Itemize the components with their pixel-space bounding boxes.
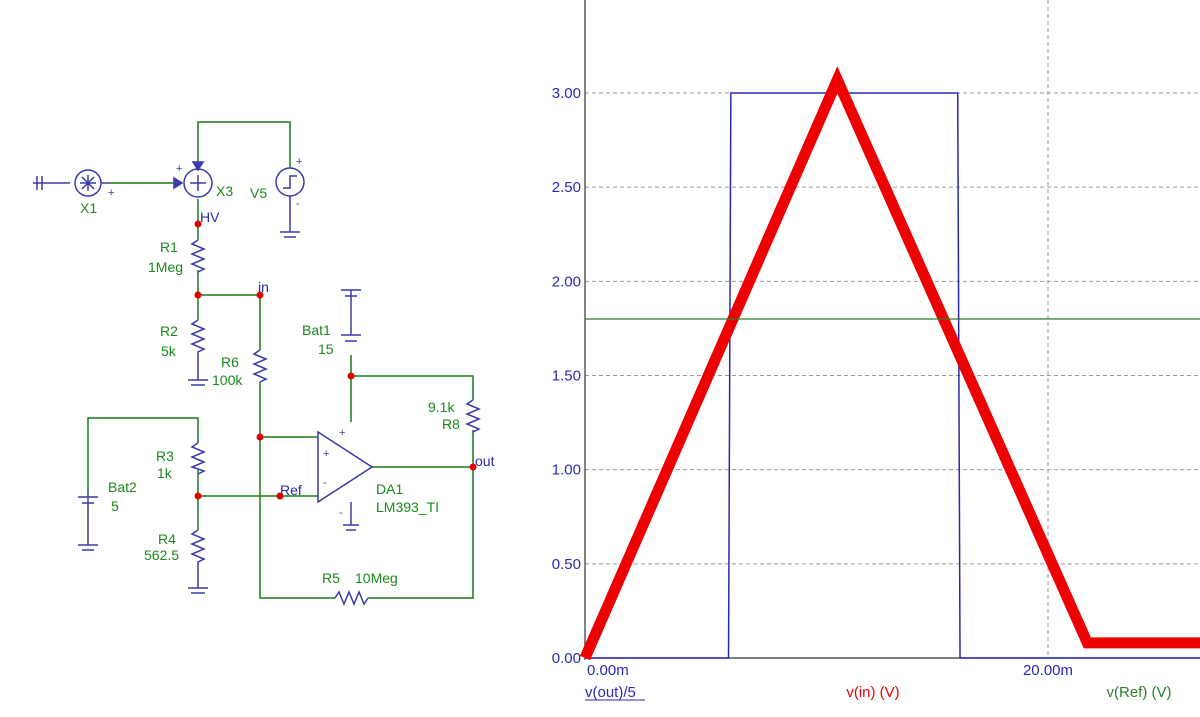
- r6-value: 100k: [212, 372, 243, 388]
- components: [33, 161, 481, 606]
- comparator-model: LM393_TI: [376, 499, 439, 515]
- node-out-label: out: [475, 453, 495, 469]
- y-tick-label: 2.50: [552, 179, 581, 196]
- x-tick-label: 0.00m: [587, 662, 629, 679]
- bat2-value: 5: [111, 498, 119, 514]
- svg-text:+: +: [176, 163, 182, 175]
- plot-series: [579, 66, 1200, 661]
- plot-tick-labels: 0.00 0.50 1.00 1.50 2.00 2.50 3.00 0.00m 20.00m: [552, 85, 1073, 679]
- x-tick-label: 20.00m: [1023, 662, 1073, 679]
- r6-name: R6: [221, 354, 239, 370]
- svg-text:-: -: [339, 507, 343, 519]
- y-tick-label: 1.50: [552, 368, 581, 385]
- wires: [87, 121, 474, 599]
- node-in-label: in: [258, 279, 269, 295]
- legend-entry: v(Ref) (V): [1107, 684, 1172, 701]
- r3-name: R3: [156, 448, 174, 464]
- svg-text:+: +: [323, 448, 329, 460]
- r1-name: R1: [160, 239, 178, 255]
- schematic: + + - + - + - + X1 X3 V5 HV R1 1Meg in R…: [33, 121, 495, 606]
- v5-label: V5: [250, 185, 267, 201]
- y-tick-label: 3.00: [552, 85, 581, 102]
- x1-label: X1: [80, 200, 97, 216]
- svg-text:+: +: [108, 187, 114, 199]
- legend-entry: v(out)/5: [585, 684, 636, 701]
- r5-name: R5: [322, 570, 340, 586]
- y-tick-label: 1.00: [552, 462, 581, 479]
- bat1-name: Bat1: [302, 322, 331, 338]
- comparator-name: DA1: [376, 481, 403, 497]
- nodes: [194, 220, 477, 500]
- bat1-value: 15: [318, 341, 334, 357]
- y-tick-label: 2.00: [552, 273, 581, 290]
- r8-value: 9.1k: [428, 399, 455, 415]
- r2-name: R2: [160, 323, 178, 339]
- r2-value: 5k: [161, 343, 177, 359]
- plot-legend: v(out)/5 v(in) (V) v(Ref) (V): [585, 684, 1172, 701]
- svg-text:-: -: [296, 198, 300, 210]
- r3-value: 1k: [157, 465, 173, 481]
- x3-label: X3: [216, 183, 233, 199]
- r4-value: 562.5: [144, 547, 179, 563]
- svg-text:+: +: [339, 427, 345, 439]
- node-ref-label: Ref: [280, 482, 302, 498]
- r4-name: R4: [158, 531, 176, 547]
- node-hv-label: HV: [200, 209, 220, 225]
- polarity-marks: + + - + - + - +: [108, 156, 345, 519]
- y-tick-label: 0.00: [552, 650, 581, 667]
- series-line-2: [579, 66, 1200, 661]
- y-tick-label: 0.50: [552, 556, 581, 573]
- svg-text:-: -: [323, 477, 327, 489]
- svg-text:+: +: [296, 156, 302, 168]
- r8-name: R8: [442, 416, 460, 432]
- r1-value: 1Meg: [148, 259, 183, 275]
- plot-axes: [584, 0, 1200, 660]
- r5-value: 10Meg: [355, 570, 398, 586]
- bat2-name: Bat2: [108, 479, 137, 495]
- legend-entry: v(in) (V): [846, 684, 899, 701]
- plot-grid: [585, 0, 1200, 658]
